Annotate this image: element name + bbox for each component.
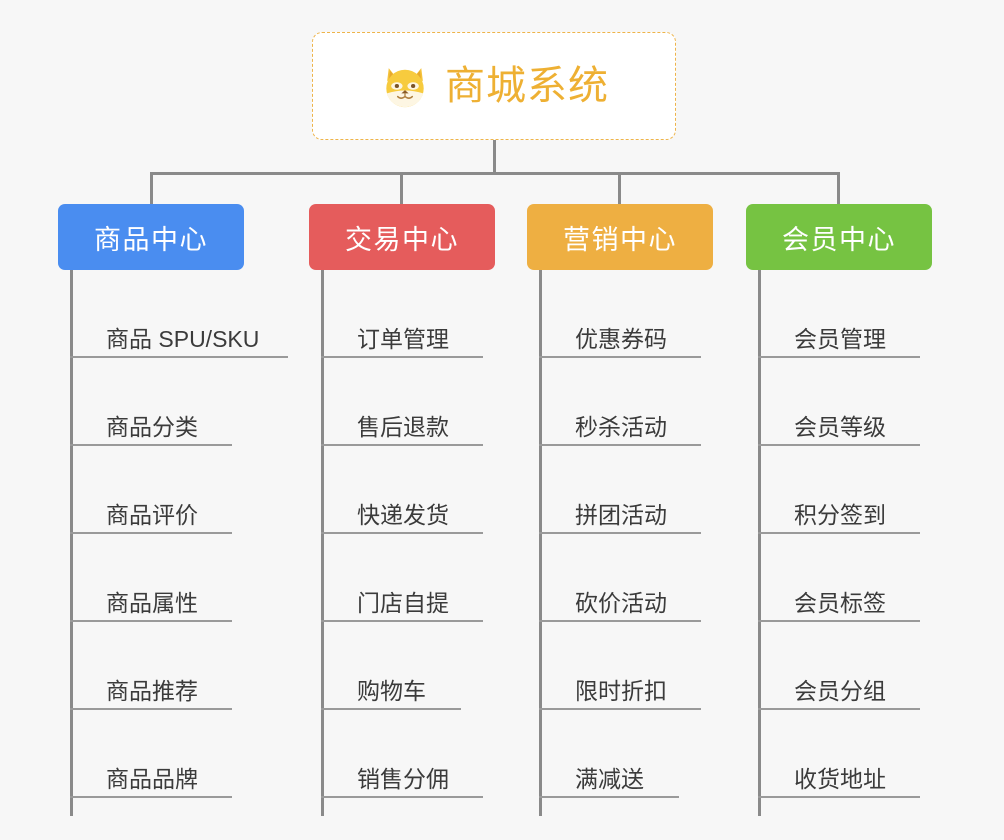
leaf-item[interactable]: 拼团活动 bbox=[539, 446, 701, 534]
leaf-item[interactable]: 商品推荐 bbox=[70, 622, 232, 710]
leaf-label: 砍价活动 bbox=[575, 589, 667, 616]
connector-drop-4 bbox=[837, 172, 840, 206]
leaf-label: 购物车 bbox=[357, 677, 426, 704]
leaf-item[interactable]: 销售分佣 bbox=[321, 710, 483, 798]
leaf-label: 限时折扣 bbox=[575, 677, 667, 704]
category-title: 交易中心 bbox=[345, 224, 459, 255]
leaf-item[interactable]: 砍价活动 bbox=[539, 534, 701, 622]
connector-root-stem bbox=[493, 140, 496, 174]
root-title: 商城系统 bbox=[445, 64, 609, 108]
leaf-item[interactable]: 限时折扣 bbox=[539, 622, 701, 710]
leaf-label: 商品 SPU/SKU bbox=[106, 325, 260, 352]
connector-drop-2 bbox=[400, 172, 403, 206]
leaf-item[interactable]: 会员标签 bbox=[758, 534, 920, 622]
leaf-label: 会员分组 bbox=[794, 677, 886, 704]
leaf-item[interactable]: 会员等级 bbox=[758, 358, 920, 446]
leaf-item[interactable]: 满减送 bbox=[539, 710, 679, 798]
leaf-list: 优惠券码 秒杀活动 拼团活动 砍价活动 限时折扣 满减送 bbox=[539, 270, 701, 798]
leaf-list: 订单管理 售后退款 快递发货 门店自提 购物车 销售分佣 bbox=[321, 270, 483, 798]
connector-bus bbox=[150, 172, 840, 175]
branch-column: 会员中心 会员管理 会员等级 积分签到 会员标签 会员分组 收货地址 bbox=[746, 204, 932, 816]
connector-drop-3 bbox=[618, 172, 621, 206]
branch-column: 交易中心 订单管理 售后退款 快递发货 门店自提 购物车 销售分佣 bbox=[309, 204, 495, 816]
leaf-item[interactable]: 售后退款 bbox=[321, 358, 483, 446]
branch-column: 营销中心 优惠券码 秒杀活动 拼团活动 砍价活动 限时折扣 满减送 bbox=[527, 204, 713, 816]
leaf-item[interactable]: 订单管理 bbox=[321, 270, 483, 358]
category-title: 会员中心 bbox=[782, 224, 896, 255]
leaf-label: 售后退款 bbox=[357, 413, 449, 440]
leaf-label: 快递发货 bbox=[357, 501, 449, 528]
category-header[interactable]: 商品中心 bbox=[58, 204, 244, 270]
branch-spine bbox=[539, 270, 542, 816]
leaf-label: 会员标签 bbox=[794, 589, 886, 616]
category-header[interactable]: 交易中心 bbox=[309, 204, 495, 270]
leaf-item[interactable]: 门店自提 bbox=[321, 534, 483, 622]
leaf-label: 商品推荐 bbox=[106, 677, 198, 704]
leaf-item[interactable]: 会员分组 bbox=[758, 622, 920, 710]
leaf-label: 商品评价 bbox=[106, 501, 198, 528]
root-node[interactable]: 商城系统 bbox=[312, 32, 676, 140]
leaf-label: 满减送 bbox=[575, 765, 644, 792]
leaf-label: 秒杀活动 bbox=[575, 413, 667, 440]
leaf-list: 会员管理 会员等级 积分签到 会员标签 会员分组 收货地址 bbox=[758, 270, 920, 798]
leaf-label: 收货地址 bbox=[794, 765, 886, 792]
leaf-label: 优惠券码 bbox=[575, 325, 667, 352]
leaf-item[interactable]: 商品 SPU/SKU bbox=[70, 270, 288, 358]
category-header[interactable]: 营销中心 bbox=[527, 204, 713, 270]
leaf-list: 商品 SPU/SKU 商品分类 商品评价 商品属性 商品推荐 商品品牌 bbox=[70, 270, 288, 798]
branch-spine bbox=[321, 270, 324, 816]
branch-spine bbox=[758, 270, 761, 816]
leaf-item[interactable]: 会员管理 bbox=[758, 270, 920, 358]
leaf-label: 商品属性 bbox=[106, 589, 198, 616]
category-header[interactable]: 会员中心 bbox=[746, 204, 932, 270]
leaf-item[interactable]: 积分签到 bbox=[758, 446, 920, 534]
leaf-item[interactable]: 快递发货 bbox=[321, 446, 483, 534]
leaf-item[interactable]: 商品品牌 bbox=[70, 710, 232, 798]
shiba-dog-face-icon bbox=[386, 68, 424, 108]
leaf-item[interactable]: 商品评价 bbox=[70, 446, 232, 534]
leaf-item[interactable]: 商品属性 bbox=[70, 534, 232, 622]
leaf-item[interactable]: 秒杀活动 bbox=[539, 358, 701, 446]
leaf-item[interactable]: 优惠券码 bbox=[539, 270, 701, 358]
leaf-item[interactable]: 收货地址 bbox=[758, 710, 920, 798]
leaf-label: 拼团活动 bbox=[575, 501, 667, 528]
leaf-item[interactable]: 商品分类 bbox=[70, 358, 232, 446]
branch-column: 商品中心 商品 SPU/SKU 商品分类 商品评价 商品属性 商品推荐 商品品牌 bbox=[58, 204, 288, 816]
category-title: 营销中心 bbox=[563, 224, 677, 255]
branch-spine bbox=[70, 270, 73, 816]
category-title: 商品中心 bbox=[94, 224, 208, 255]
leaf-label: 会员等级 bbox=[794, 413, 886, 440]
leaf-label: 商品分类 bbox=[106, 413, 198, 440]
leaf-label: 商品品牌 bbox=[106, 765, 198, 792]
leaf-label: 销售分佣 bbox=[357, 765, 449, 792]
connector-drop-1 bbox=[150, 172, 153, 206]
leaf-label: 门店自提 bbox=[357, 589, 449, 616]
leaf-item[interactable]: 购物车 bbox=[321, 622, 461, 710]
leaf-label: 会员管理 bbox=[794, 325, 886, 352]
leaf-label: 订单管理 bbox=[357, 325, 449, 352]
leaf-label: 积分签到 bbox=[794, 501, 886, 528]
